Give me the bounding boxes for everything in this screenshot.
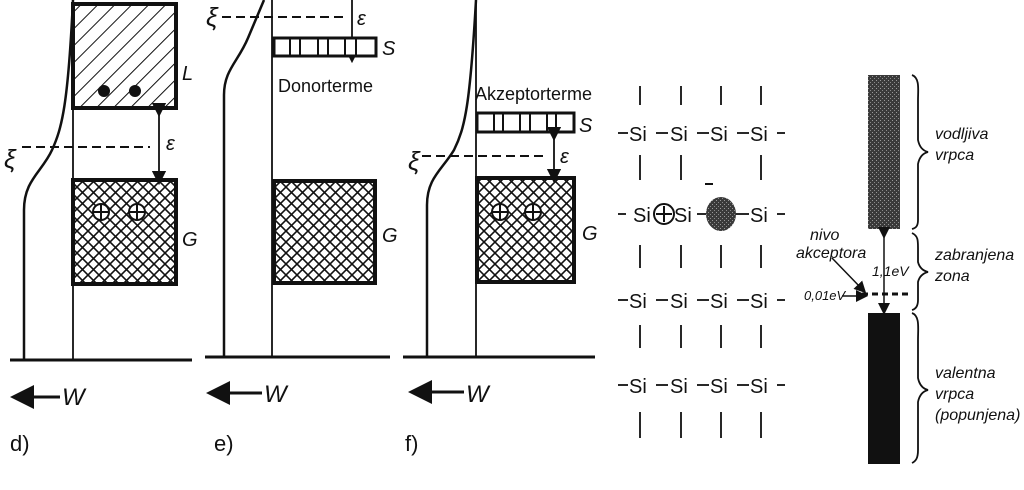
caption-e: e) [214, 431, 234, 456]
valence-label: valentna [935, 365, 996, 382]
si-atom: Si [629, 376, 647, 398]
caption-d: d) [10, 431, 30, 456]
gap-energy: 1,1eV [872, 263, 910, 279]
si-atom: Si [629, 291, 647, 313]
axis-label-w: W [62, 384, 87, 411]
hole-symbol [653, 203, 675, 225]
valence-band [71, 178, 178, 286]
acceptor-label: nivo [810, 227, 839, 244]
brace-forbidden [911, 232, 929, 311]
fermi-symbol: ξ [408, 146, 421, 176]
band-label-g: G [382, 225, 398, 247]
valence-label: (popunjena) [935, 407, 1020, 424]
si-atom: Si [750, 376, 768, 398]
band-label-l: L [182, 63, 193, 85]
acceptor-pointer [831, 257, 867, 294]
hole-symbol [128, 203, 146, 221]
si-atom: Si [710, 124, 728, 146]
gap-symbol: ε [560, 146, 570, 168]
electron-dot [129, 85, 141, 97]
si-atom: Si [710, 376, 728, 398]
valence-label: vrpca [935, 386, 974, 403]
band-label-g: G [582, 223, 598, 245]
panel-d: ξ ε L G W d) [4, 0, 198, 456]
density-curve [222, 0, 266, 357]
conduction-band-bar [868, 75, 900, 229]
si-atom: Si [750, 124, 768, 146]
axis-label-w: W [264, 381, 289, 408]
silicon-lattice [618, 86, 785, 438]
si-atom: Si [674, 205, 692, 227]
si-atom: Si [710, 291, 728, 313]
band-diagram: vodljiva vrpca zabranjena zona valentna … [796, 74, 1020, 464]
si-atom: Si [670, 291, 688, 313]
fermi-symbol: ξ [4, 144, 17, 174]
level-title: Donorterme [278, 76, 373, 96]
valence-band-bar [868, 313, 900, 464]
acceptor-label: akceptora [796, 245, 866, 262]
density-curve [22, 0, 75, 360]
acceptor-atom [705, 183, 736, 231]
si-atom: Si [750, 291, 768, 313]
level-label-s: S [579, 115, 593, 137]
acceptor-energy: 0,01eV [804, 288, 847, 303]
si-atom: Si [750, 205, 768, 227]
caption-f: f) [405, 431, 418, 456]
si-atom: Si [629, 124, 647, 146]
horizontal-bonds [618, 132, 785, 386]
density-curve [425, 0, 478, 357]
conduction-band [71, 2, 178, 110]
brace-conduction [911, 74, 929, 230]
hole-symbol [524, 203, 542, 221]
level-title: Akzeptorterme [475, 84, 592, 104]
acceptor-level [475, 111, 576, 134]
axis-label-w: W [466, 381, 491, 408]
forbidden-label: zabranjena [934, 247, 1014, 264]
valence-band [475, 176, 576, 284]
si-atom: Si [633, 205, 651, 227]
hole-symbol [92, 203, 110, 221]
gap-symbol: ε [357, 8, 367, 30]
conduction-label: vodljiva [935, 126, 988, 143]
si-atom: Si [670, 124, 688, 146]
valence-band [272, 179, 377, 285]
conduction-label: vrpca [935, 147, 974, 164]
acceptor-level-marks [493, 113, 557, 132]
level-label-s: S [382, 38, 396, 60]
forbidden-label: zona [934, 268, 970, 285]
panel-e: ξ ε S Donorterme G W e) [205, 0, 398, 456]
brace-valence [911, 312, 929, 464]
si-atom: Si [670, 376, 688, 398]
band-label-g: G [182, 229, 198, 251]
gap-symbol: ε [166, 133, 176, 155]
lattice-atoms: Si Si Si Si Si Si Si Si Si Si Si Si Si S… [629, 124, 768, 398]
hole-symbol [491, 203, 509, 221]
electron-dot [98, 85, 110, 97]
donor-level-marks [289, 38, 357, 56]
vertical-bonds [639, 86, 762, 438]
fermi-symbol: ξ [206, 2, 219, 32]
panel-f: ξ ε S Akzeptorterme G W f) [403, 0, 598, 456]
